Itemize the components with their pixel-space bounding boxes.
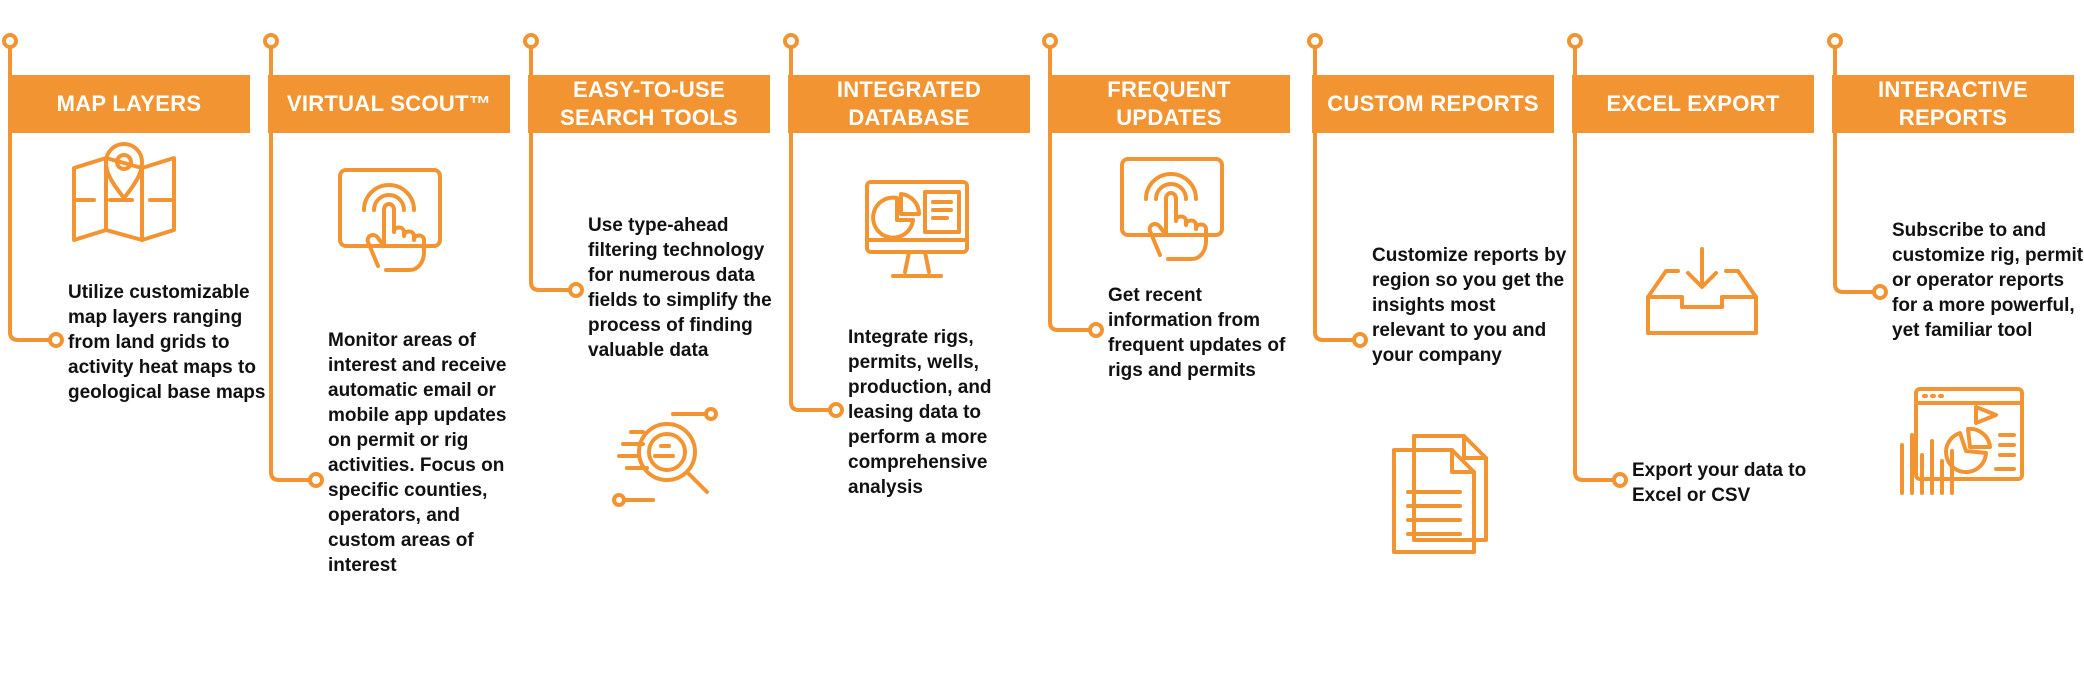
- feature-interactive-reports: INTERACTIVE REPORTS Subscribe to and cus…: [1827, 0, 2084, 681]
- feature-description: Customize reports by region so you get t…: [1372, 245, 1567, 366]
- feature-title: MAP LAYERS: [8, 75, 250, 133]
- feature-description: Use type-ahead filtering technology for …: [588, 215, 772, 361]
- feature-title: VIRTUAL SCOUT™: [268, 75, 510, 133]
- feature-description: Integrate rigs, permits, wells, producti…: [848, 327, 992, 498]
- feature-description: Utilize customizable map layers ranging …: [68, 282, 266, 403]
- documents-icon: [1392, 434, 1488, 554]
- feature-description: Subscribe to and customize rig, permit, …: [1892, 220, 2084, 341]
- feature-search-tools: EASY-TO-USE SEARCH TOOLS Use type-ahead …: [523, 0, 788, 681]
- feature-excel-export: EXCEL EXPORT Export your data to Excel o…: [1567, 0, 1832, 681]
- feature-description: Export your data to Excel or CSV: [1632, 460, 1807, 506]
- touch-screen-icon: [1120, 157, 1224, 261]
- touch-screen-icon: [338, 168, 442, 272]
- feature-title: INTEGRATED DATABASE: [788, 75, 1030, 133]
- analytics-report-icon: [1900, 387, 2024, 495]
- monitor-dashboard-icon: [865, 180, 969, 278]
- feature-frequent-updates: FREQUENT UPDATES Get recent information …: [1042, 0, 1308, 681]
- download-tray-icon: [1646, 247, 1758, 335]
- feature-title: EASY-TO-USE SEARCH TOOLS: [528, 75, 770, 133]
- feature-description: Get recent information from frequent upd…: [1108, 285, 1286, 381]
- feature-map-layers: MAP LAYERS Utilize customizable map laye…: [2, 0, 268, 681]
- map-pin-icon: [72, 142, 176, 242]
- feature-title: INTERACTIVE REPORTS: [1832, 75, 2074, 133]
- feature-virtual-scout: VIRTUAL SCOUT™ Monitor areas of interest…: [263, 0, 528, 681]
- feature-custom-reports: CUSTOM REPORTS Customize reports by regi…: [1307, 0, 1572, 681]
- feature-title: FREQUENT UPDATES: [1048, 75, 1290, 133]
- feature-description: Monitor areas of interest and receive au…: [328, 330, 507, 576]
- feature-title: EXCEL EXPORT: [1572, 75, 1814, 133]
- feature-title: CUSTOM REPORTS: [1312, 75, 1554, 133]
- feature-integrated-database: INTEGRATED DATABASE Integrate rigs, perm…: [783, 0, 1048, 681]
- magnifier-search-icon: [612, 407, 718, 507]
